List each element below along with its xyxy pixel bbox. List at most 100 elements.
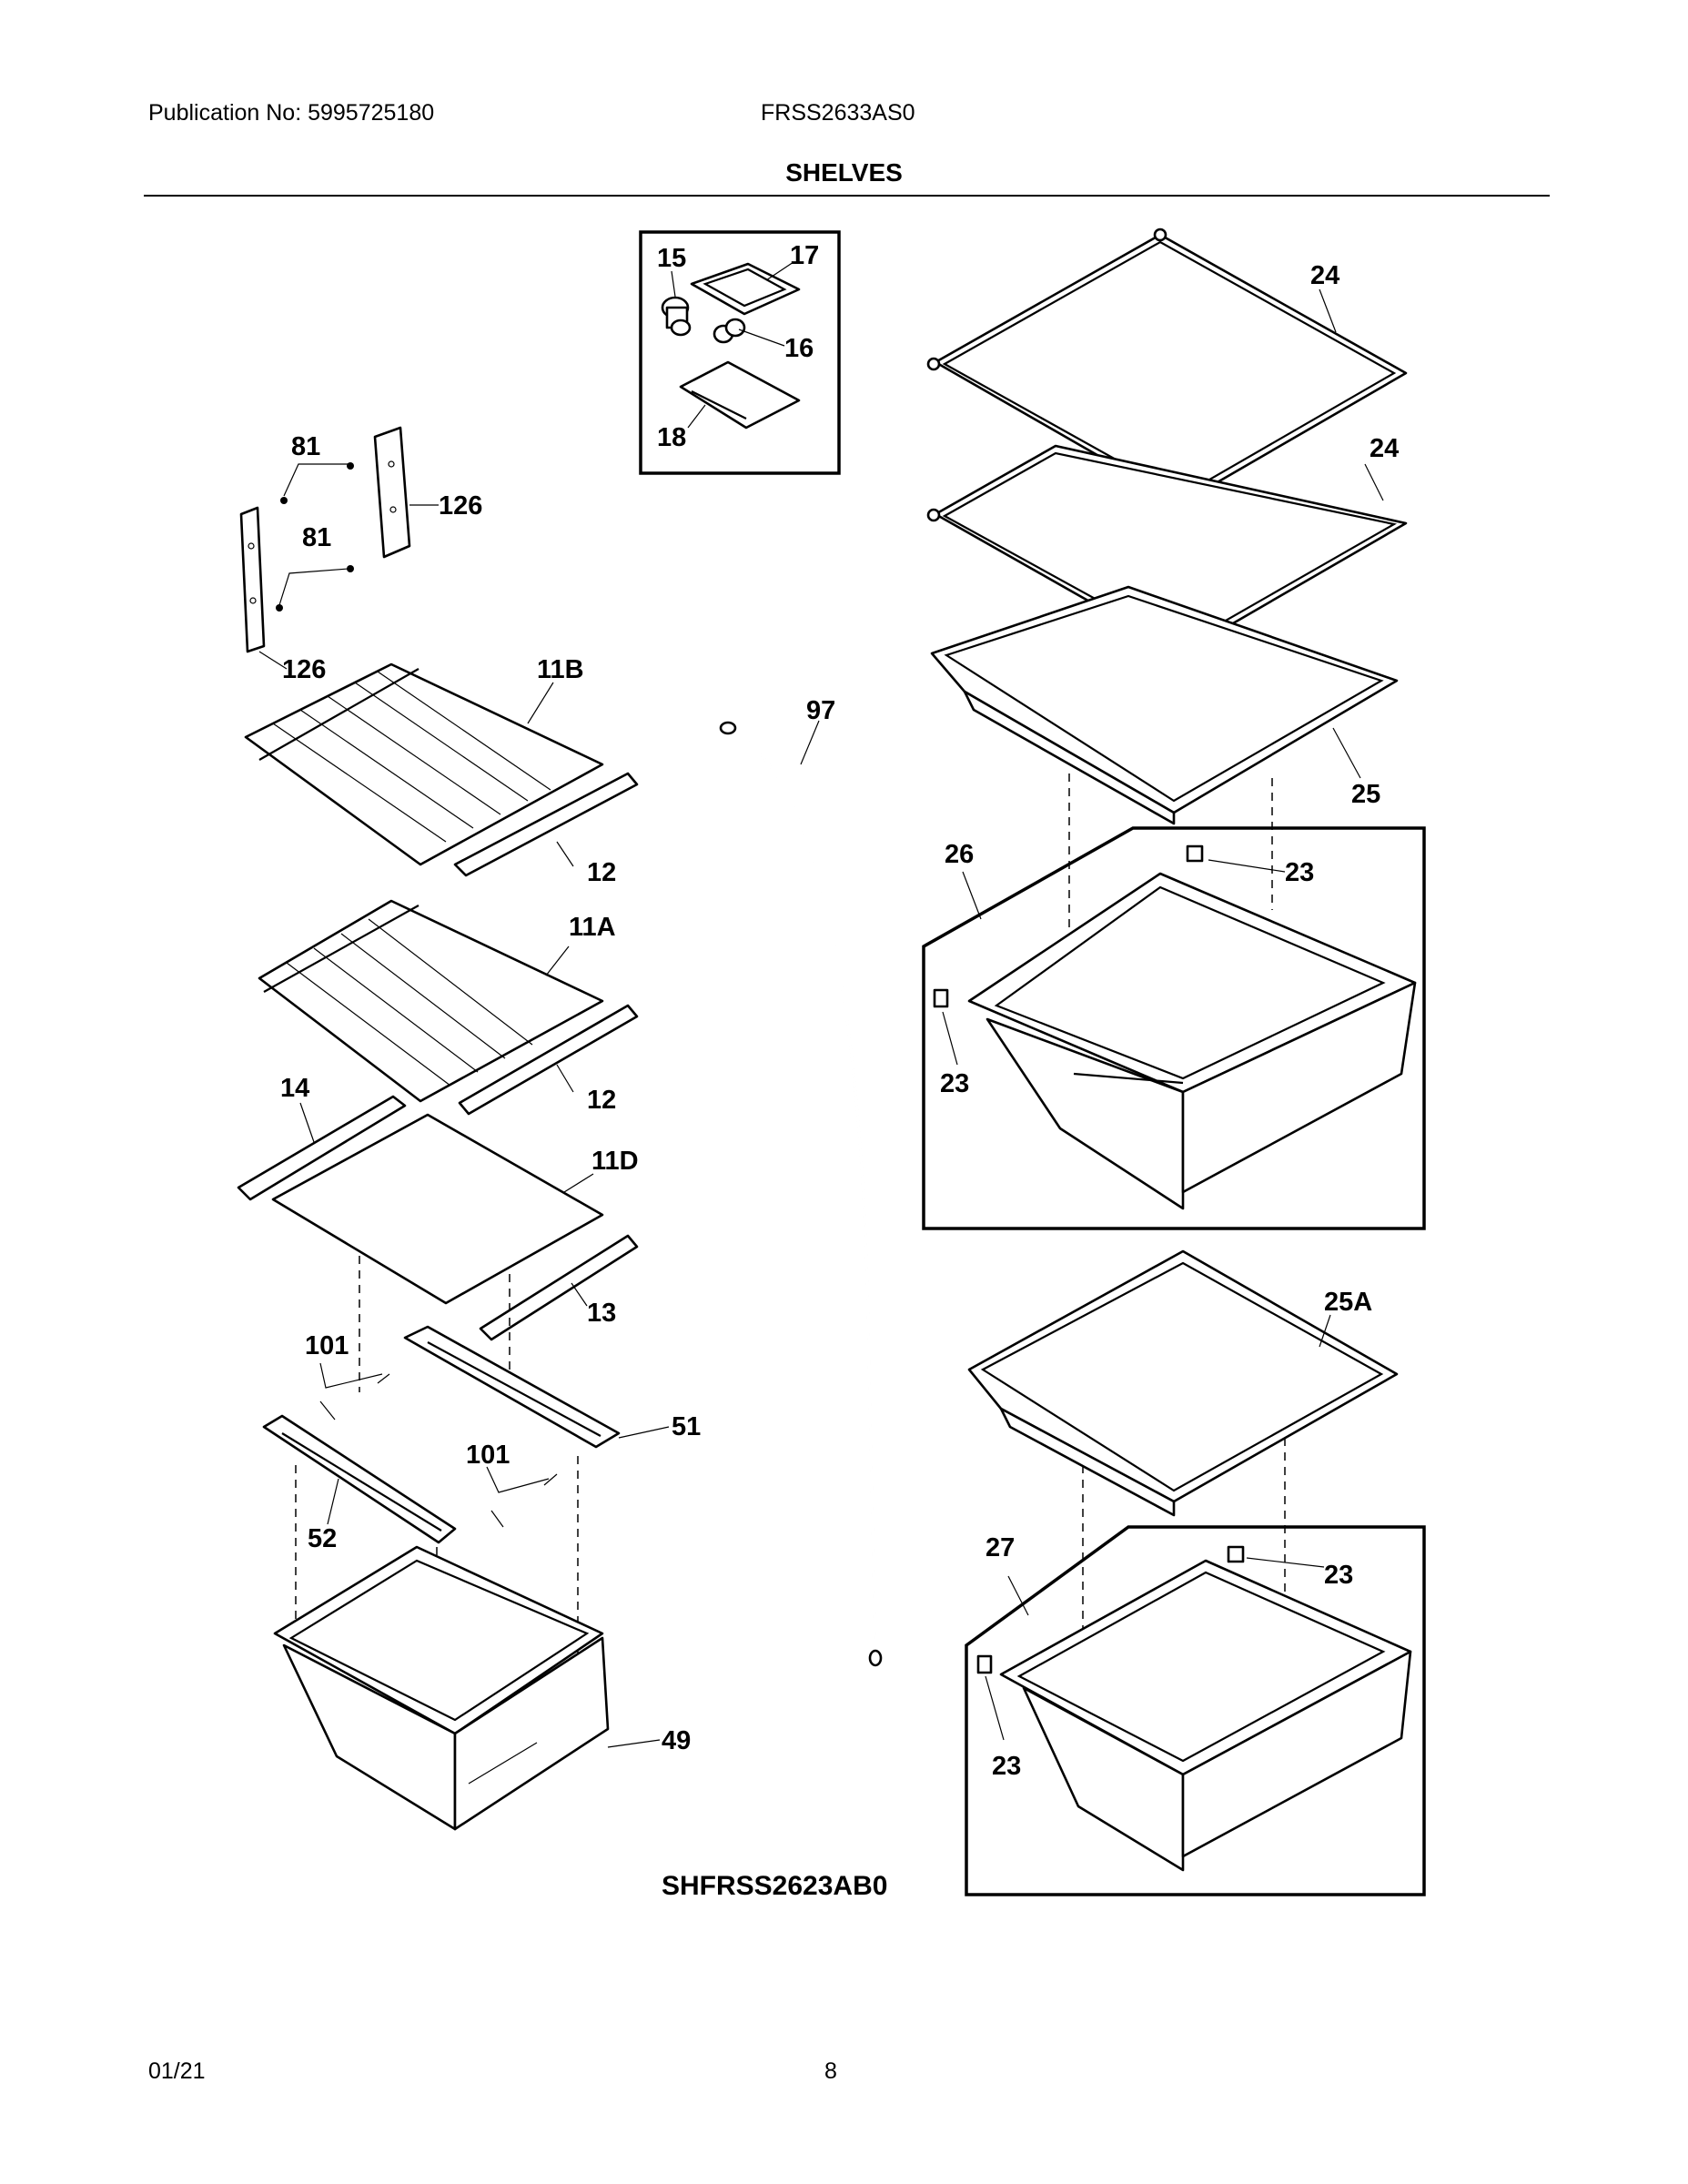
leader-11a — [545, 945, 570, 976]
diagram-code: SHFRSS2623AB0 — [662, 1871, 887, 1901]
leader-52 — [327, 1478, 339, 1525]
leader-15 — [671, 270, 676, 298]
shelf-trim-12-lower — [458, 1004, 639, 1116]
leader-101-b — [486, 1466, 550, 1493]
callout-51: 51 — [672, 1412, 701, 1441]
screw-101-c — [490, 1510, 504, 1528]
deli-pan-49 — [273, 1545, 610, 1831]
screw-101-b — [377, 1373, 390, 1384]
rail-52 — [262, 1414, 457, 1544]
section-title: SHELVES — [785, 158, 903, 187]
callout-13: 13 — [587, 1299, 616, 1328]
callout-27: 27 — [986, 1533, 1015, 1562]
leader-23-b — [942, 1011, 958, 1066]
leader-23-d — [985, 1675, 1005, 1741]
leader-51 — [618, 1426, 670, 1439]
callout-11a: 11A — [569, 913, 616, 942]
callout-17: 17 — [790, 241, 819, 270]
wire-shelf-11b — [244, 662, 604, 866]
leader-23-a — [1208, 859, 1286, 873]
screw-81-b — [347, 462, 354, 470]
callout-126-a: 126 — [439, 491, 482, 521]
screw-101-d — [543, 1473, 558, 1486]
screw-101-a — [319, 1400, 336, 1421]
callout-14: 14 — [280, 1074, 309, 1103]
footer-date: 01/21 — [148, 2058, 206, 2084]
crisper-pan-26 — [967, 872, 1417, 1210]
crisper-cover-25a — [967, 1249, 1399, 1517]
callout-81-a: 81 — [291, 432, 320, 461]
leader-14 — [299, 1102, 315, 1143]
leader-25 — [1332, 727, 1361, 779]
callout-23-a: 23 — [1285, 858, 1314, 887]
leader-16 — [738, 329, 785, 347]
callout-11b: 11B — [537, 655, 584, 684]
leader-25a — [1319, 1314, 1331, 1348]
callout-15: 15 — [657, 244, 686, 273]
clip-23-lower-a — [1227, 1545, 1245, 1563]
leader-23-c — [1246, 1557, 1325, 1568]
leader-24-upper — [1319, 288, 1337, 333]
callout-26: 26 — [945, 840, 974, 869]
callout-81-b: 81 — [302, 523, 331, 552]
callout-126-b: 126 — [282, 655, 326, 684]
leader-97 — [800, 720, 820, 765]
screw-81-a — [280, 497, 288, 504]
publication-number: Publication No: 5995725180 — [148, 100, 435, 126]
callout-12-b: 12 — [587, 1086, 616, 1115]
light-assembly-inset — [639, 230, 841, 475]
leader-81-a — [283, 463, 349, 497]
callout-97: 97 — [806, 696, 835, 725]
callout-52: 52 — [308, 1524, 337, 1553]
bracket-126-left — [239, 506, 266, 653]
wire-shelf-11a — [258, 899, 604, 1103]
callout-23-c: 23 — [1324, 1561, 1353, 1590]
leader-17 — [765, 261, 794, 281]
callout-49: 49 — [662, 1726, 691, 1755]
callout-11d: 11D — [591, 1147, 639, 1176]
callout-12-a: 12 — [587, 858, 616, 887]
clip-23-upper-a — [1186, 844, 1204, 863]
leader-11d — [563, 1173, 594, 1193]
callout-25a: 25A — [1324, 1288, 1372, 1317]
leader-101-a — [319, 1362, 383, 1389]
leader-12-b — [556, 1064, 574, 1093]
callout-24-lower: 24 — [1370, 434, 1399, 463]
callout-25: 25 — [1351, 780, 1380, 809]
leader-26 — [962, 871, 982, 920]
leader-126-b — [258, 651, 288, 670]
shelf-trim-13 — [479, 1234, 639, 1341]
light-shield-18 — [679, 360, 801, 430]
leader-13 — [571, 1282, 588, 1307]
screw-81-c — [276, 604, 283, 612]
leader-11b — [527, 682, 554, 724]
rail-51 — [403, 1325, 621, 1449]
water-tube-97 — [719, 721, 883, 1667]
header-rule — [144, 195, 1550, 197]
leader-27 — [1007, 1575, 1029, 1616]
callout-16: 16 — [784, 334, 814, 363]
callout-18: 18 — [657, 423, 686, 452]
screw-81-d — [347, 565, 354, 572]
callout-23-d: 23 — [992, 1752, 1021, 1781]
glass-shelf-11d — [271, 1113, 604, 1305]
light-socket-15 — [661, 296, 692, 337]
crisper-27-inset — [965, 1525, 1426, 1896]
model-number: FRSS2633AS0 — [761, 100, 915, 126]
footer-page-number: 8 — [824, 2058, 837, 2084]
bracket-126-right — [373, 426, 411, 559]
crisper-26-inset — [922, 826, 1426, 1230]
leader-49 — [607, 1739, 661, 1748]
leader-18 — [687, 404, 706, 429]
light-bulb-16 — [713, 318, 746, 344]
clip-23-lower-b — [976, 1654, 993, 1674]
leader-81-b — [278, 568, 349, 606]
clip-23-upper-b — [933, 988, 949, 1008]
callout-24-upper: 24 — [1310, 261, 1339, 290]
leader-24-lower — [1364, 463, 1384, 501]
crisper-pan-27 — [999, 1559, 1412, 1872]
crisper-cover-25 — [930, 585, 1399, 825]
light-housing-17 — [690, 262, 801, 316]
callout-101-a: 101 — [305, 1331, 349, 1360]
